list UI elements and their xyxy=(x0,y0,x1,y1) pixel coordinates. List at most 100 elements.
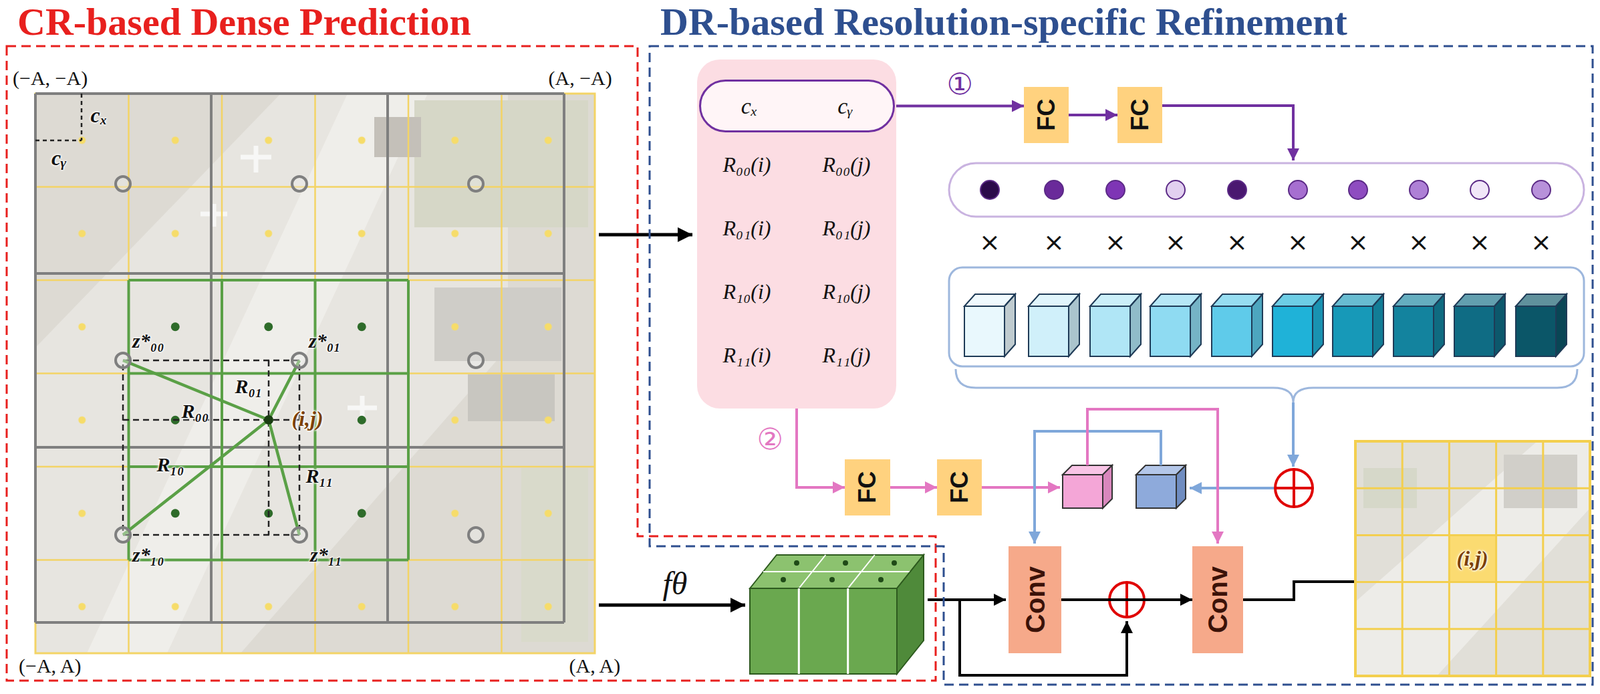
expert-bank xyxy=(1090,294,1141,357)
label-holder: R₀₁ xyxy=(235,374,263,399)
weight-vector xyxy=(980,180,1000,200)
satellite-image xyxy=(35,93,595,653)
label-holder: (−A, −A) xyxy=(12,66,88,91)
feature-block xyxy=(896,554,924,674)
weight-vector xyxy=(1470,180,1490,200)
multiply-sign: × xyxy=(979,227,1001,257)
kernel-arrow xyxy=(1189,486,1274,490)
label-holder: z*₀₁ xyxy=(308,329,341,353)
offset-label: R₀₁ xyxy=(235,374,263,397)
expert-bank xyxy=(1393,294,1445,357)
hr-grid xyxy=(35,93,595,653)
offset-value: R₁₁(i) xyxy=(723,342,772,368)
lr-grid xyxy=(35,93,565,623)
weight-vector xyxy=(949,163,1584,217)
feature-block xyxy=(749,588,897,674)
label-holder: cₓ xyxy=(90,102,108,128)
label-holder: z*₁₁ xyxy=(310,543,343,567)
feature-block xyxy=(749,554,924,589)
label-holder: × xyxy=(1164,227,1187,258)
flow-arrow xyxy=(598,603,746,607)
callout-number: ① xyxy=(947,66,974,101)
output-image xyxy=(1355,441,1590,676)
feature-block xyxy=(829,576,835,583)
offset-dashes xyxy=(122,360,300,535)
region-outline xyxy=(6,46,936,681)
add-symbol xyxy=(1275,469,1313,507)
local-neighbourhood xyxy=(128,280,410,561)
expert-bank xyxy=(949,267,1584,367)
label-holder: R₁₀ xyxy=(157,453,185,477)
weight-vector xyxy=(1227,180,1247,200)
expert-bank xyxy=(1028,306,1069,357)
fc-label: FC xyxy=(1126,98,1154,131)
label-holder: × xyxy=(1104,227,1127,258)
center-offset-pill: cₓcᵧ xyxy=(699,79,895,133)
offset-value: R₁₀(j) xyxy=(822,279,871,305)
expert-bank xyxy=(1515,306,1556,357)
expert-bank xyxy=(964,306,1005,357)
expert-bank xyxy=(1150,294,1202,357)
lr-pixel-label: z*₀₀ xyxy=(132,329,165,352)
multiply-sign: × xyxy=(1226,227,1248,257)
expert-bank xyxy=(1393,294,1445,357)
offset-value: R₁₀(i) xyxy=(723,279,772,305)
local-neighbourhood xyxy=(357,508,367,518)
output-image xyxy=(1355,441,1590,676)
multiply-sign: × xyxy=(1164,227,1187,257)
relative-offset-lines xyxy=(263,415,274,425)
connector xyxy=(1061,598,1193,601)
offset-dashes xyxy=(122,360,300,535)
multiply-sign: × xyxy=(1347,227,1369,257)
output-image xyxy=(1448,534,1496,582)
expert-bank xyxy=(1150,294,1202,357)
label-holder: z*₁₀ xyxy=(132,543,165,567)
lr-pixel-label: z*₁₀ xyxy=(132,543,165,566)
label-holder: × xyxy=(1226,227,1248,258)
weight-vector xyxy=(949,163,1584,217)
label-holder: (i,j) xyxy=(1456,546,1489,571)
blue-kernel-cube xyxy=(1136,474,1177,508)
offset-symbol: cᵧ xyxy=(51,145,67,170)
offset-value: R₀₁(i) xyxy=(723,215,772,241)
weight-vector xyxy=(1409,180,1429,200)
pink-kernel-cube xyxy=(1062,474,1103,508)
expert-bank xyxy=(1211,294,1263,357)
expert-bank xyxy=(1454,306,1495,357)
expert-bank xyxy=(1211,294,1263,357)
blue-kernel-cube xyxy=(1176,465,1186,508)
expert-bank xyxy=(1393,306,1434,357)
label-holder: ② xyxy=(757,422,784,457)
region-outline xyxy=(649,46,1593,685)
expert-bank xyxy=(1332,306,1373,357)
lr-pixel-label: z*₁₁ xyxy=(310,543,343,566)
corner-coordinate: (−A, A) xyxy=(18,654,82,677)
multiply-sign: × xyxy=(1104,227,1127,257)
weight-arrow xyxy=(1162,105,1294,161)
feature-block xyxy=(878,576,884,583)
satellite-image xyxy=(35,93,595,653)
satellite-image xyxy=(35,93,595,653)
region-heading: DR-based Resolution-specific Refinement xyxy=(660,0,1348,44)
multiply-sign: × xyxy=(1043,227,1065,257)
label-holder: × xyxy=(1287,227,1309,258)
offset-dashes xyxy=(35,93,300,535)
expert-bank xyxy=(1515,294,1567,357)
lr-pixel-centers xyxy=(292,527,307,543)
expert-bank xyxy=(1332,294,1384,357)
local-neighbourhood xyxy=(171,508,180,518)
region-heading: CR-based Dense Prediction xyxy=(17,0,472,44)
label-holder: R₁₁ xyxy=(306,464,334,488)
connector xyxy=(796,408,845,488)
expert-bank xyxy=(1150,306,1191,357)
lr-grid xyxy=(35,93,565,623)
fc-label: FC xyxy=(1033,98,1060,131)
query-point-label: (i,j) xyxy=(1456,546,1489,571)
offset-value: R₁₁(j) xyxy=(822,342,871,368)
local-neighbourhood xyxy=(128,280,410,561)
expert-bank xyxy=(964,294,1016,357)
feature-block xyxy=(780,576,786,583)
label-holder: z*₀₀ xyxy=(132,329,165,353)
expert-bank xyxy=(949,267,1584,367)
local-neighbourhood xyxy=(263,322,273,331)
